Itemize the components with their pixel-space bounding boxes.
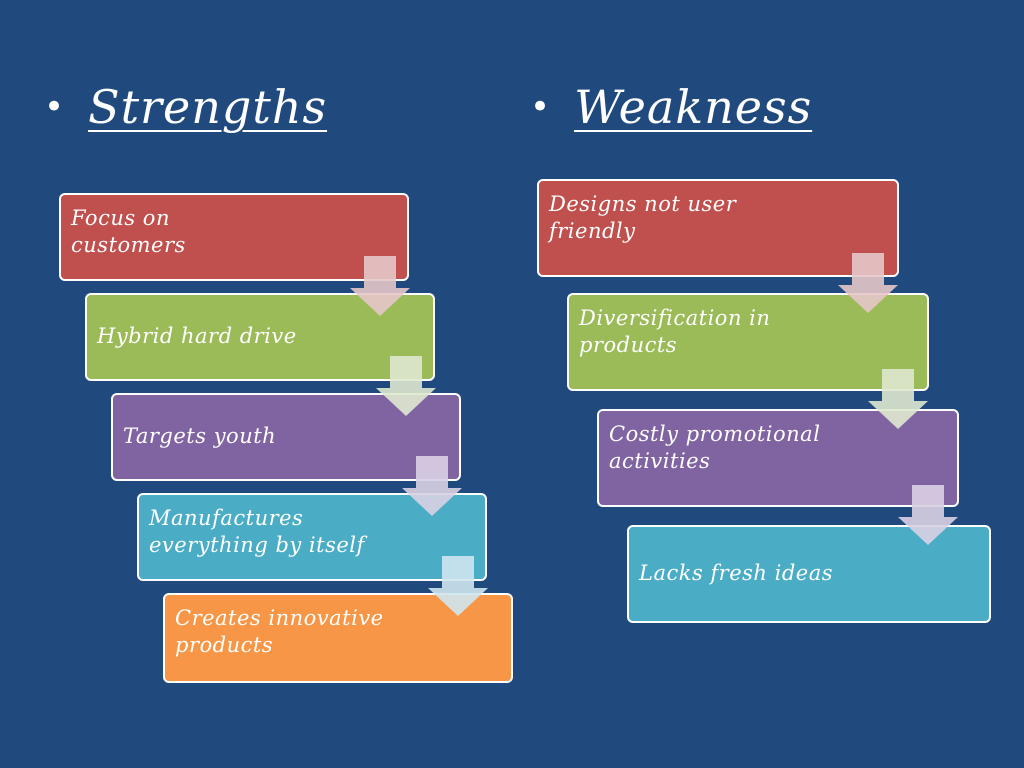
step-label: Manufactures everything by itself <box>149 506 365 558</box>
strength-step-4: Manufactures everything by itself <box>137 493 487 581</box>
bullet: • <box>44 87 65 127</box>
strength-step-5: Creates innovative products <box>163 593 513 683</box>
step-label: Focus on customers <box>71 206 186 258</box>
weakness-heading: • Weakness <box>530 72 812 142</box>
strength-step-2: Hybrid hard drive <box>85 293 435 381</box>
step-label: Hybrid hard drive <box>97 324 297 349</box>
weakness-step-4: Lacks fresh ideas <box>627 525 991 623</box>
step-label: Lacks fresh ideas <box>639 561 834 586</box>
step-label: Targets youth <box>123 424 277 449</box>
strength-step-1: Focus on customers <box>59 193 409 281</box>
weakness-title: Weakness <box>574 80 813 134</box>
step-label: Creates innovative products <box>175 606 384 658</box>
weakness-step-2: Diversification in products <box>567 293 929 391</box>
strengths-title: Strengths <box>88 80 328 134</box>
strength-step-3: Targets youth <box>111 393 461 481</box>
step-label: Diversification in products <box>579 306 771 358</box>
weakness-step-1: Designs not user friendly <box>537 179 899 277</box>
step-label: Costly promotional activities <box>609 422 821 474</box>
weakness-step-3: Costly promotional activities <box>597 409 959 507</box>
step-label: Designs not user friendly <box>549 192 737 244</box>
bullet: • <box>530 87 551 127</box>
strengths-heading: • Strengths <box>44 72 327 142</box>
